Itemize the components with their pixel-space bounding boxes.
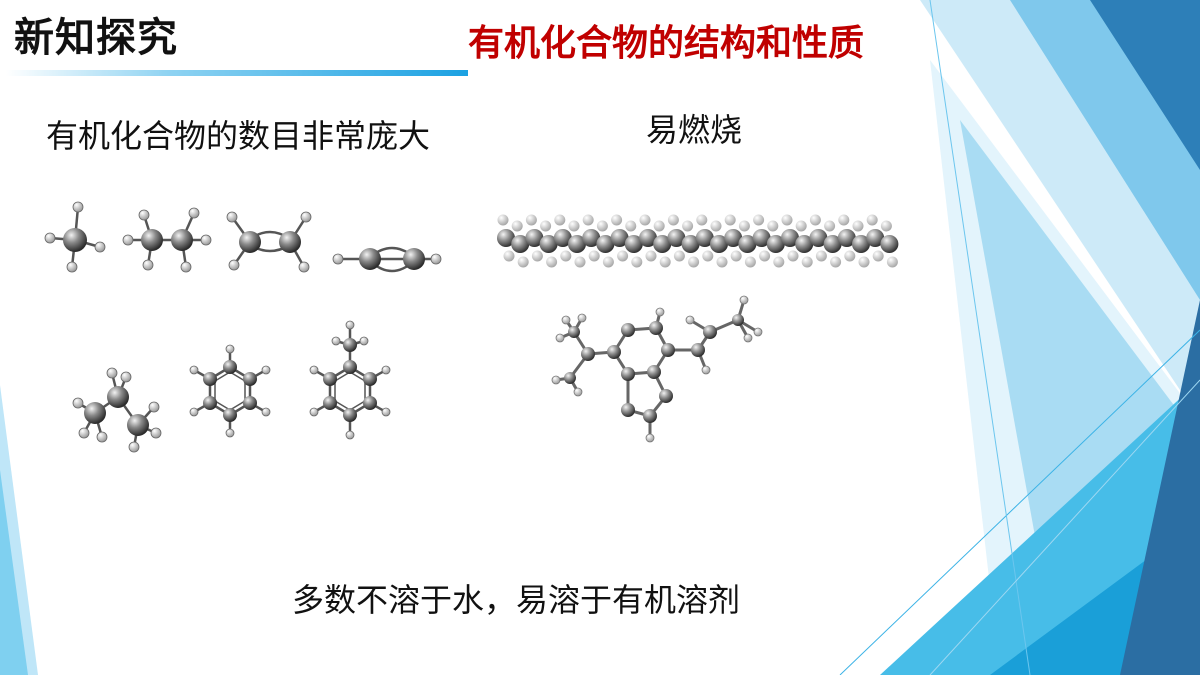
chain-carbon: [596, 235, 615, 253]
chain-hydrogen-bottom: [886, 256, 898, 268]
chain-hydrogen-bottom: [659, 256, 671, 268]
chain-hydrogen-top: [525, 214, 537, 226]
point-text-count: 有机化合物的数目非常庞大: [46, 117, 431, 155]
chain-hydrogen-bottom: [702, 250, 714, 262]
chain-hydrogen-top: [696, 214, 708, 226]
chain-carbon: [837, 229, 856, 247]
chain-hydrogen-bottom: [631, 256, 643, 268]
chain-hydrogen-bottom: [503, 250, 515, 262]
chain-hydrogen-bottom: [688, 256, 700, 268]
chain-carbon: [667, 229, 686, 247]
chain-carbon: [724, 229, 743, 247]
chain-hydrogen-top: [639, 214, 651, 226]
chain-carbon: [681, 235, 700, 253]
chain-carbon: [553, 229, 572, 247]
chain-carbon: [582, 229, 601, 247]
chain-hydrogen-top: [824, 220, 836, 232]
chain-hydrogen-top: [710, 220, 722, 232]
chain-carbon: [695, 229, 714, 247]
chain-hydrogen-top: [611, 214, 623, 226]
chain-carbon: [880, 235, 899, 253]
chain-hydrogen-bottom: [844, 250, 856, 262]
section-label: 新知探究: [14, 15, 178, 61]
slide-title: 有机化合物的结构和性质: [468, 23, 865, 64]
chain-carbon: [568, 235, 586, 253]
point-text-flammable: 易燃烧: [646, 111, 743, 149]
chain-carbon: [639, 229, 657, 247]
chain-hydrogen-top: [866, 214, 878, 226]
chain-carbon: [525, 229, 544, 247]
chain-carbon: [766, 235, 785, 253]
chain-carbon: [823, 235, 842, 253]
chain-hydrogen-top: [540, 220, 552, 232]
title-underline: [6, 70, 468, 76]
chain-hydrogen-bottom: [574, 256, 586, 268]
molecule-image-group: [44, 201, 442, 453]
chain-carbon: [539, 235, 558, 253]
chain-hydrogen-bottom: [872, 250, 884, 262]
chain-carbon: [852, 235, 870, 253]
chain-hydrogen-bottom: [830, 256, 842, 268]
chain-hydrogen-top: [625, 220, 637, 232]
polyethylene-chain-model: [497, 214, 899, 268]
chain-carbon: [809, 229, 828, 247]
chain-carbon: [497, 229, 515, 247]
point-text-solubility: 多数不溶于水，易溶于有机溶剂: [292, 581, 741, 619]
chain-hydrogen-top: [809, 214, 821, 226]
chain-hydrogen-top: [682, 220, 694, 232]
chain-hydrogen-top: [554, 214, 566, 226]
chain-carbon: [653, 235, 672, 253]
chain-hydrogen-top: [582, 214, 594, 226]
chain-hydrogen-bottom: [815, 250, 827, 262]
chain-carbon: [511, 235, 530, 253]
bicyclic-molecule-model: [551, 295, 763, 443]
chain-hydrogen-bottom: [617, 250, 629, 262]
chain-carbon: [781, 229, 799, 247]
chain-carbon: [795, 235, 814, 253]
chain-hydrogen-bottom: [759, 250, 771, 262]
chain-hydrogen-bottom: [531, 250, 543, 262]
chain-hydrogen-bottom: [858, 256, 870, 268]
chain-carbon: [752, 229, 771, 247]
chain-hydrogen-top: [724, 214, 736, 226]
chain-hydrogen-top: [795, 220, 807, 232]
chain-hydrogen-top: [838, 214, 850, 226]
chain-hydrogen-bottom: [673, 250, 685, 262]
chain-hydrogen-bottom: [602, 256, 614, 268]
chain-hydrogen-top: [568, 220, 580, 232]
chain-carbon: [710, 235, 728, 253]
chain-hydrogen-top: [653, 220, 665, 232]
chain-hydrogen-top: [596, 220, 608, 232]
chain-hydrogen-bottom: [588, 250, 600, 262]
chain-hydrogen-bottom: [730, 250, 742, 262]
ethane-model: [128, 212, 206, 268]
chain-carbon: [866, 229, 885, 247]
chain-hydrogen-top: [753, 214, 765, 226]
chain-carbon: [624, 235, 643, 253]
chain-hydrogen-top: [767, 220, 779, 232]
chain-hydrogen-bottom: [517, 256, 529, 268]
chain-hydrogen-bottom: [744, 256, 756, 268]
chain-carbon: [738, 235, 757, 253]
chain-hydrogen-top: [738, 220, 750, 232]
chain-hydrogen-bottom: [773, 256, 785, 268]
chain-carbon: [610, 229, 629, 247]
chain-hydrogen-top: [497, 214, 509, 226]
chain-hydrogen-bottom: [645, 250, 657, 262]
chain-hydrogen-top: [781, 214, 793, 226]
chain-hydrogen-top: [852, 220, 864, 232]
chain-hydrogen-top: [880, 220, 892, 232]
chain-hydrogen-bottom: [716, 256, 728, 268]
chain-hydrogen-top: [667, 214, 679, 226]
chain-hydrogen-bottom: [546, 256, 558, 268]
chain-hydrogen-bottom: [787, 250, 799, 262]
chain-hydrogen-top: [511, 220, 523, 232]
chain-hydrogen-bottom: [560, 250, 572, 262]
chain-hydrogen-bottom: [801, 256, 813, 268]
